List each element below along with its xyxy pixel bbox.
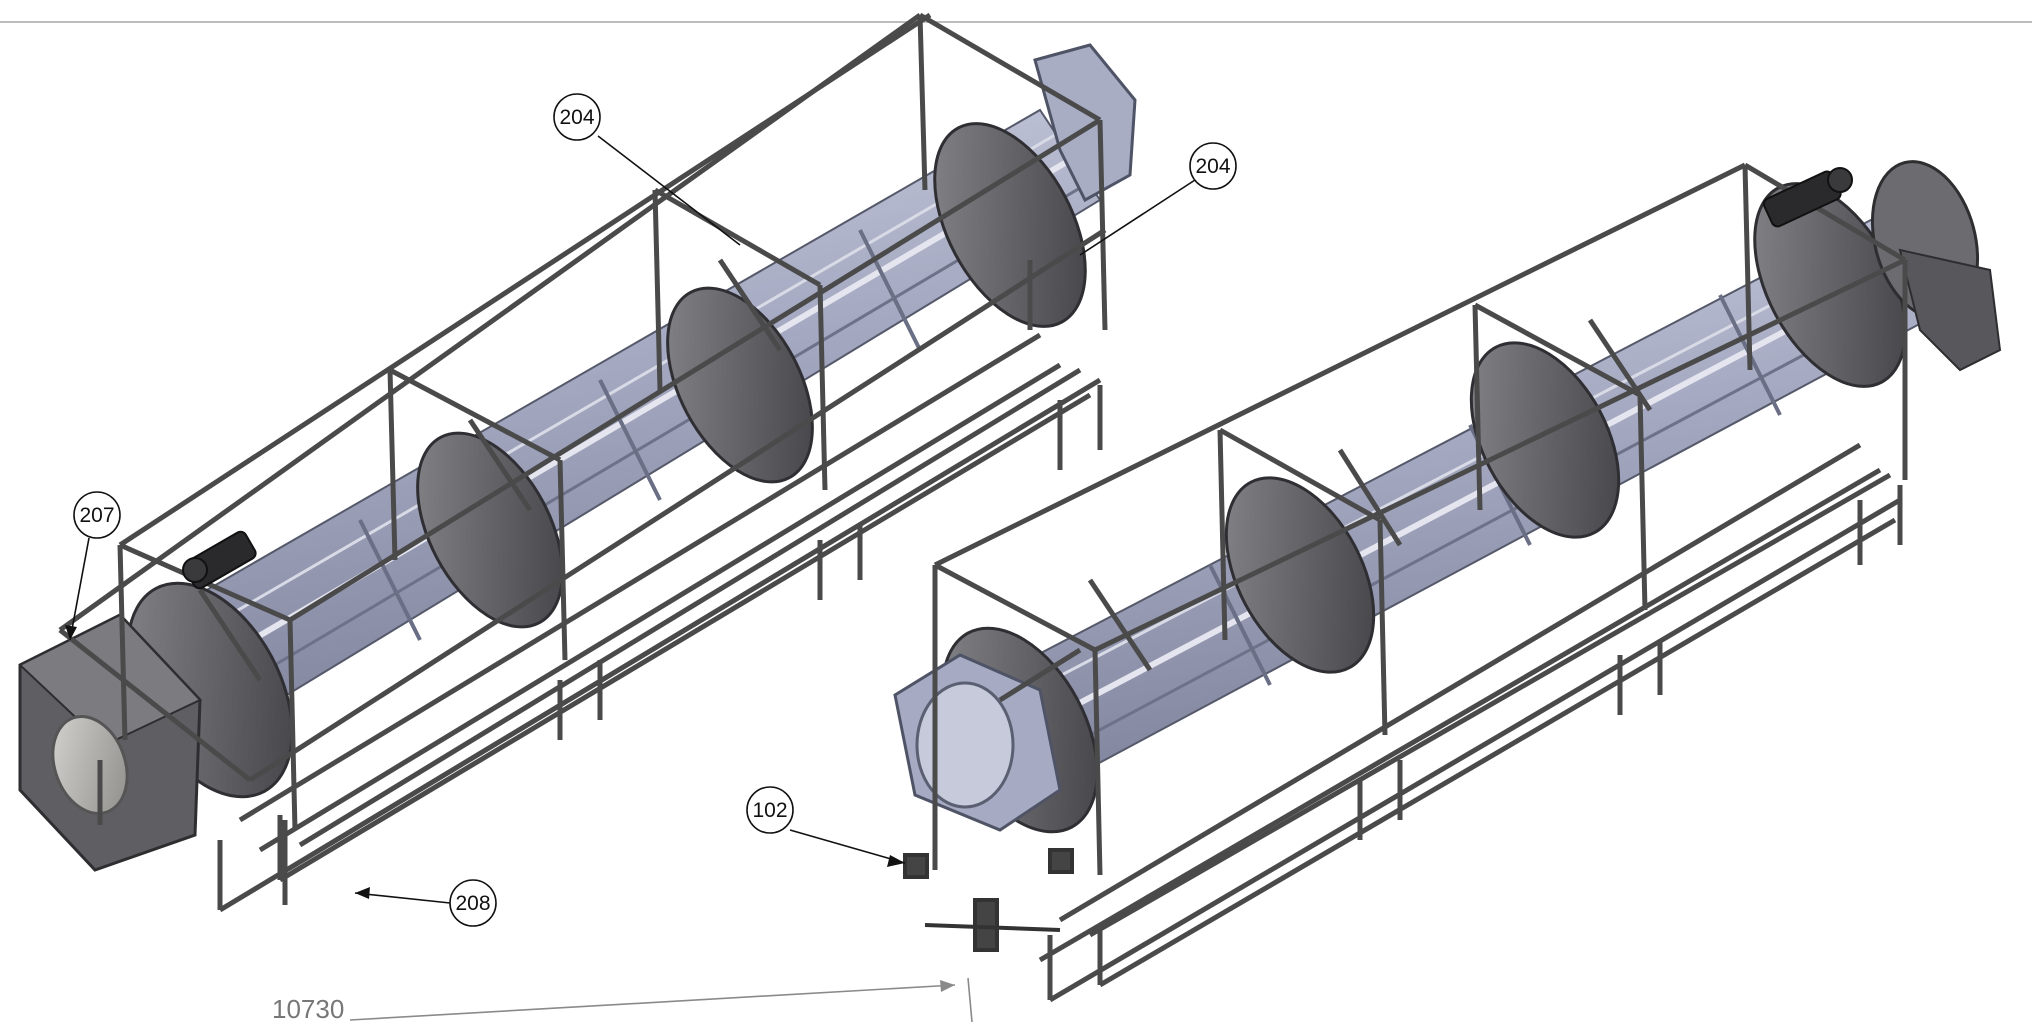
balloon-204-right-label: 204	[1195, 155, 1230, 178]
balloon-207-label: 207	[79, 504, 114, 527]
right-flange-2	[1224, 476, 1376, 674]
balloon-204-left: 204	[553, 93, 601, 141]
balloon-208-label: 208	[455, 892, 490, 915]
balloon-204-right: 204	[1189, 142, 1237, 190]
overall-length-dimension: 10730	[272, 977, 973, 1024]
left-base-frame	[217, 332, 1103, 913]
left-flange-2	[416, 431, 564, 629]
left-flange-3	[666, 286, 814, 484]
left-drum-machine	[18, 12, 1137, 913]
balloon-207: 207	[73, 491, 121, 539]
right-drum-machine	[893, 160, 2002, 1003]
callout-leaders	[69, 135, 1196, 904]
left-flange-4	[933, 122, 1087, 328]
right-flange-3	[1469, 341, 1621, 539]
left-cage-frame	[58, 12, 1108, 831]
left-inlet-pipe	[51, 715, 129, 815]
right-leveling-feet	[903, 848, 1074, 952]
right-cage-frame	[932, 162, 1908, 876]
right-base-frame	[1038, 442, 1903, 1003]
left-outlet-hood	[1033, 43, 1137, 203]
balloon-102-label: 102	[752, 799, 787, 822]
dimension-value: 10730	[272, 994, 344, 1022]
right-outlet-opening	[915, 681, 1015, 809]
balloon-102: 102	[746, 786, 794, 834]
leader-arrowheads	[65, 625, 905, 899]
balloon-204-left-label: 204	[559, 106, 594, 129]
right-drive-motor	[1762, 167, 1853, 228]
left-inlet-box	[18, 613, 202, 872]
left-support-legs	[97, 260, 1033, 905]
right-inlet-end	[1870, 160, 2002, 372]
left-drive-motor	[182, 530, 257, 590]
balloon-208: 208	[449, 879, 497, 927]
